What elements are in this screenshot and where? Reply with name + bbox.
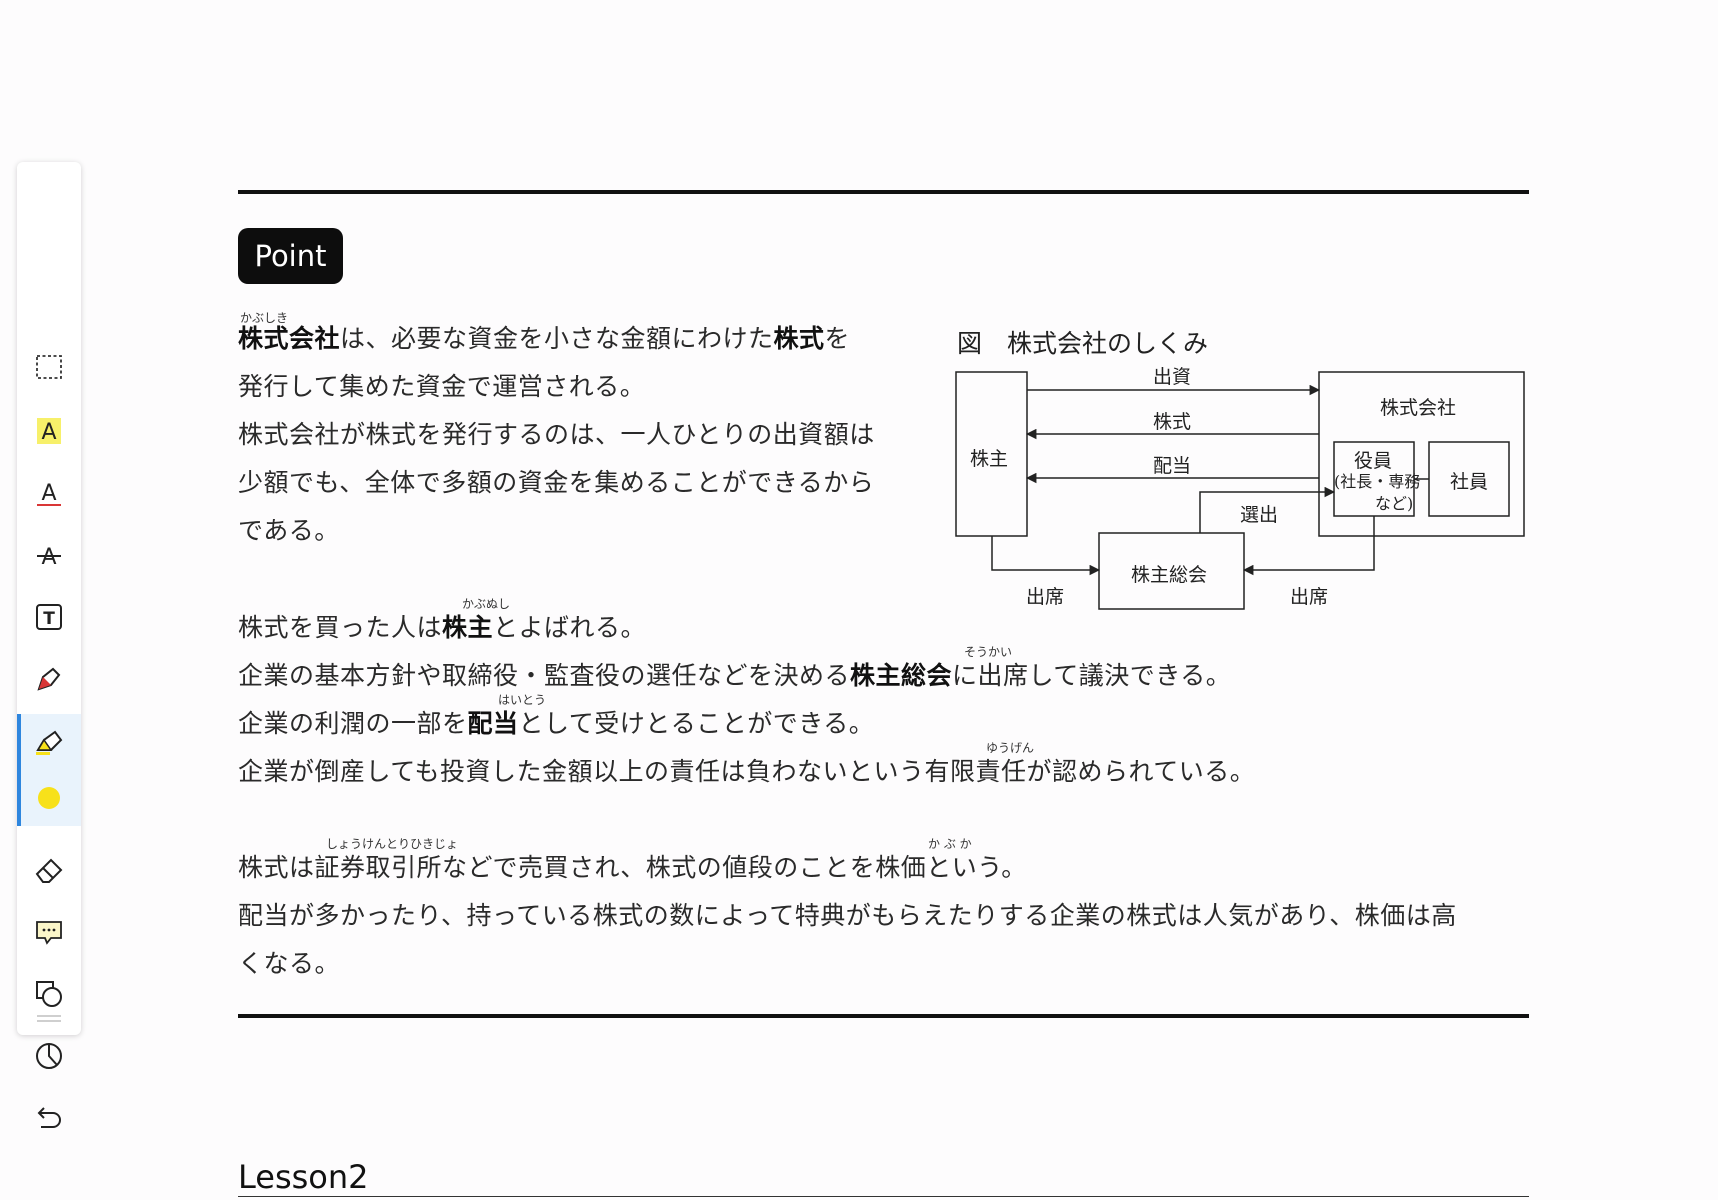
diagram-title: 図 株式会社のしくみ xyxy=(957,329,1209,358)
select-rect-tool[interactable] xyxy=(17,339,81,395)
svg-text:T: T xyxy=(43,609,55,629)
point-badge: Point xyxy=(238,228,343,284)
ruby-yuugen: ゆうげん xyxy=(986,741,1035,755)
pen-tool[interactable] xyxy=(17,651,81,707)
text-box-icon: T xyxy=(36,604,62,630)
underline-text-tool[interactable]: A xyxy=(17,465,81,521)
pen-icon xyxy=(37,667,61,691)
ruby-kabushiki: かぶしき xyxy=(240,311,289,325)
timer-icon xyxy=(36,1043,62,1069)
term-kabushiki: 株式 xyxy=(773,324,825,353)
label-officers-l1: 役員 xyxy=(1354,450,1393,472)
para2-line3: 企業の利潤の一部を配当として受けとることができる。 xyxy=(238,709,875,738)
para3-line2: 配当が多かったり、持っている株式の数によって特典がもらえたりする企業の株式は人気… xyxy=(238,901,1457,930)
timer-tool[interactable] xyxy=(17,1028,81,1084)
label-attend-left: 出席 xyxy=(1026,586,1065,608)
para1-line5: である。 xyxy=(238,516,340,545)
ruby-soukai: そうかい xyxy=(964,645,1013,659)
label-dividend: 配当 xyxy=(1153,455,1192,477)
text-box-tool[interactable]: T xyxy=(17,589,81,645)
ruby-haitou: はいとう xyxy=(498,693,547,707)
svg-text:A: A xyxy=(41,545,56,570)
ruby-kabunushi: かぶぬし xyxy=(462,597,511,611)
ruby-kabuka: か ぶ か xyxy=(928,837,972,851)
eraser-tool[interactable] xyxy=(17,842,81,898)
highlight-text-tool[interactable]: A xyxy=(17,403,81,459)
label-elect: 選出 xyxy=(1240,504,1279,526)
para1-line1: 株式会社は、必要な資金を小さな金額にわけた株式を xyxy=(238,324,851,353)
label-shareholder: 株主 xyxy=(970,448,1009,470)
company-box xyxy=(1318,371,1525,537)
color-picker-tool[interactable] xyxy=(17,770,81,826)
label-attend-right: 出席 xyxy=(1290,586,1329,608)
bottom-divider xyxy=(238,1014,1529,1018)
term-kabunushi-soukai: 株主総会 xyxy=(850,661,953,690)
svg-text:A: A xyxy=(41,420,56,445)
para2-line4: 企業が倒産しても投資した金額以上の責任は負わないという有限責任が認められている。 xyxy=(238,757,1256,786)
lesson-heading: Lesson2 xyxy=(238,1158,369,1196)
label-company: 株式会社 xyxy=(1380,397,1457,419)
term-kabushiki-gaisha: 株式会社 xyxy=(238,324,341,353)
label-meeting: 株主総会 xyxy=(1131,564,1208,586)
label-invest: 出資 xyxy=(1153,366,1192,388)
highlighter-icon xyxy=(36,730,63,755)
diagram-graphic xyxy=(955,371,1525,610)
top-divider xyxy=(238,190,1529,194)
label-stock: 株式 xyxy=(1153,411,1192,433)
para3-line3: くなる。 xyxy=(238,949,341,978)
annotation-toolbar: A A A T xyxy=(17,162,81,1128)
shapes-tool[interactable] xyxy=(17,966,81,1022)
label-employees: 社員 xyxy=(1450,471,1489,493)
highlight-text-icon: A xyxy=(37,418,61,445)
shapes-icon xyxy=(36,981,62,1007)
label-officers-l3: など) xyxy=(1375,494,1414,513)
comment-icon xyxy=(36,921,62,945)
para3-line1: 株式は証券取引所などで売買され、株式の値段のことを株価という。 xyxy=(238,853,1027,882)
label-officers-l2: (社長・専務 xyxy=(1334,472,1421,491)
ruby-shouken: しょうけんとりひきじょ xyxy=(326,837,459,851)
para2-line1: 株式を買った人は株主とよばれる。 xyxy=(238,613,647,642)
term-haitou: 配当 xyxy=(467,709,519,738)
comment-tool[interactable] xyxy=(17,904,81,960)
undo-tool[interactable] xyxy=(17,1090,81,1146)
lesson-underline xyxy=(238,1196,1529,1197)
strikethrough-text-tool[interactable]: A xyxy=(17,527,81,583)
strikethrough-text-icon: A xyxy=(37,545,61,570)
term-kabunushi: 株主 xyxy=(442,613,494,642)
para1-line2: 発行して集めた資金で運営される。 xyxy=(238,372,646,401)
underline-text-icon: A xyxy=(37,481,61,506)
undo-icon xyxy=(37,1107,61,1128)
drag-handle-line xyxy=(37,1020,61,1022)
para1-line4: 少額でも、全体で多額の資金を集めることができるから xyxy=(238,468,875,497)
para1-line3: 株式会社が株式を発行するのは、一人ひとりの出資額は xyxy=(238,420,875,449)
highlighter-tool[interactable] xyxy=(17,714,81,770)
drag-handle[interactable] xyxy=(37,1015,61,1017)
para2-line2: 企業の基本方針や取締役・監査役の選任などを決める株主総会に出席して議決できる。 xyxy=(238,661,1232,690)
eraser-icon xyxy=(35,858,63,883)
select-rect-icon xyxy=(36,355,62,379)
svg-text:A: A xyxy=(41,481,56,506)
company-structure-diagram: 図 株式会社のしくみ 株主 株式会社 役員 (社長・専務 など) 社員 株主総会… xyxy=(950,320,1530,620)
color-dot-icon xyxy=(38,787,60,809)
